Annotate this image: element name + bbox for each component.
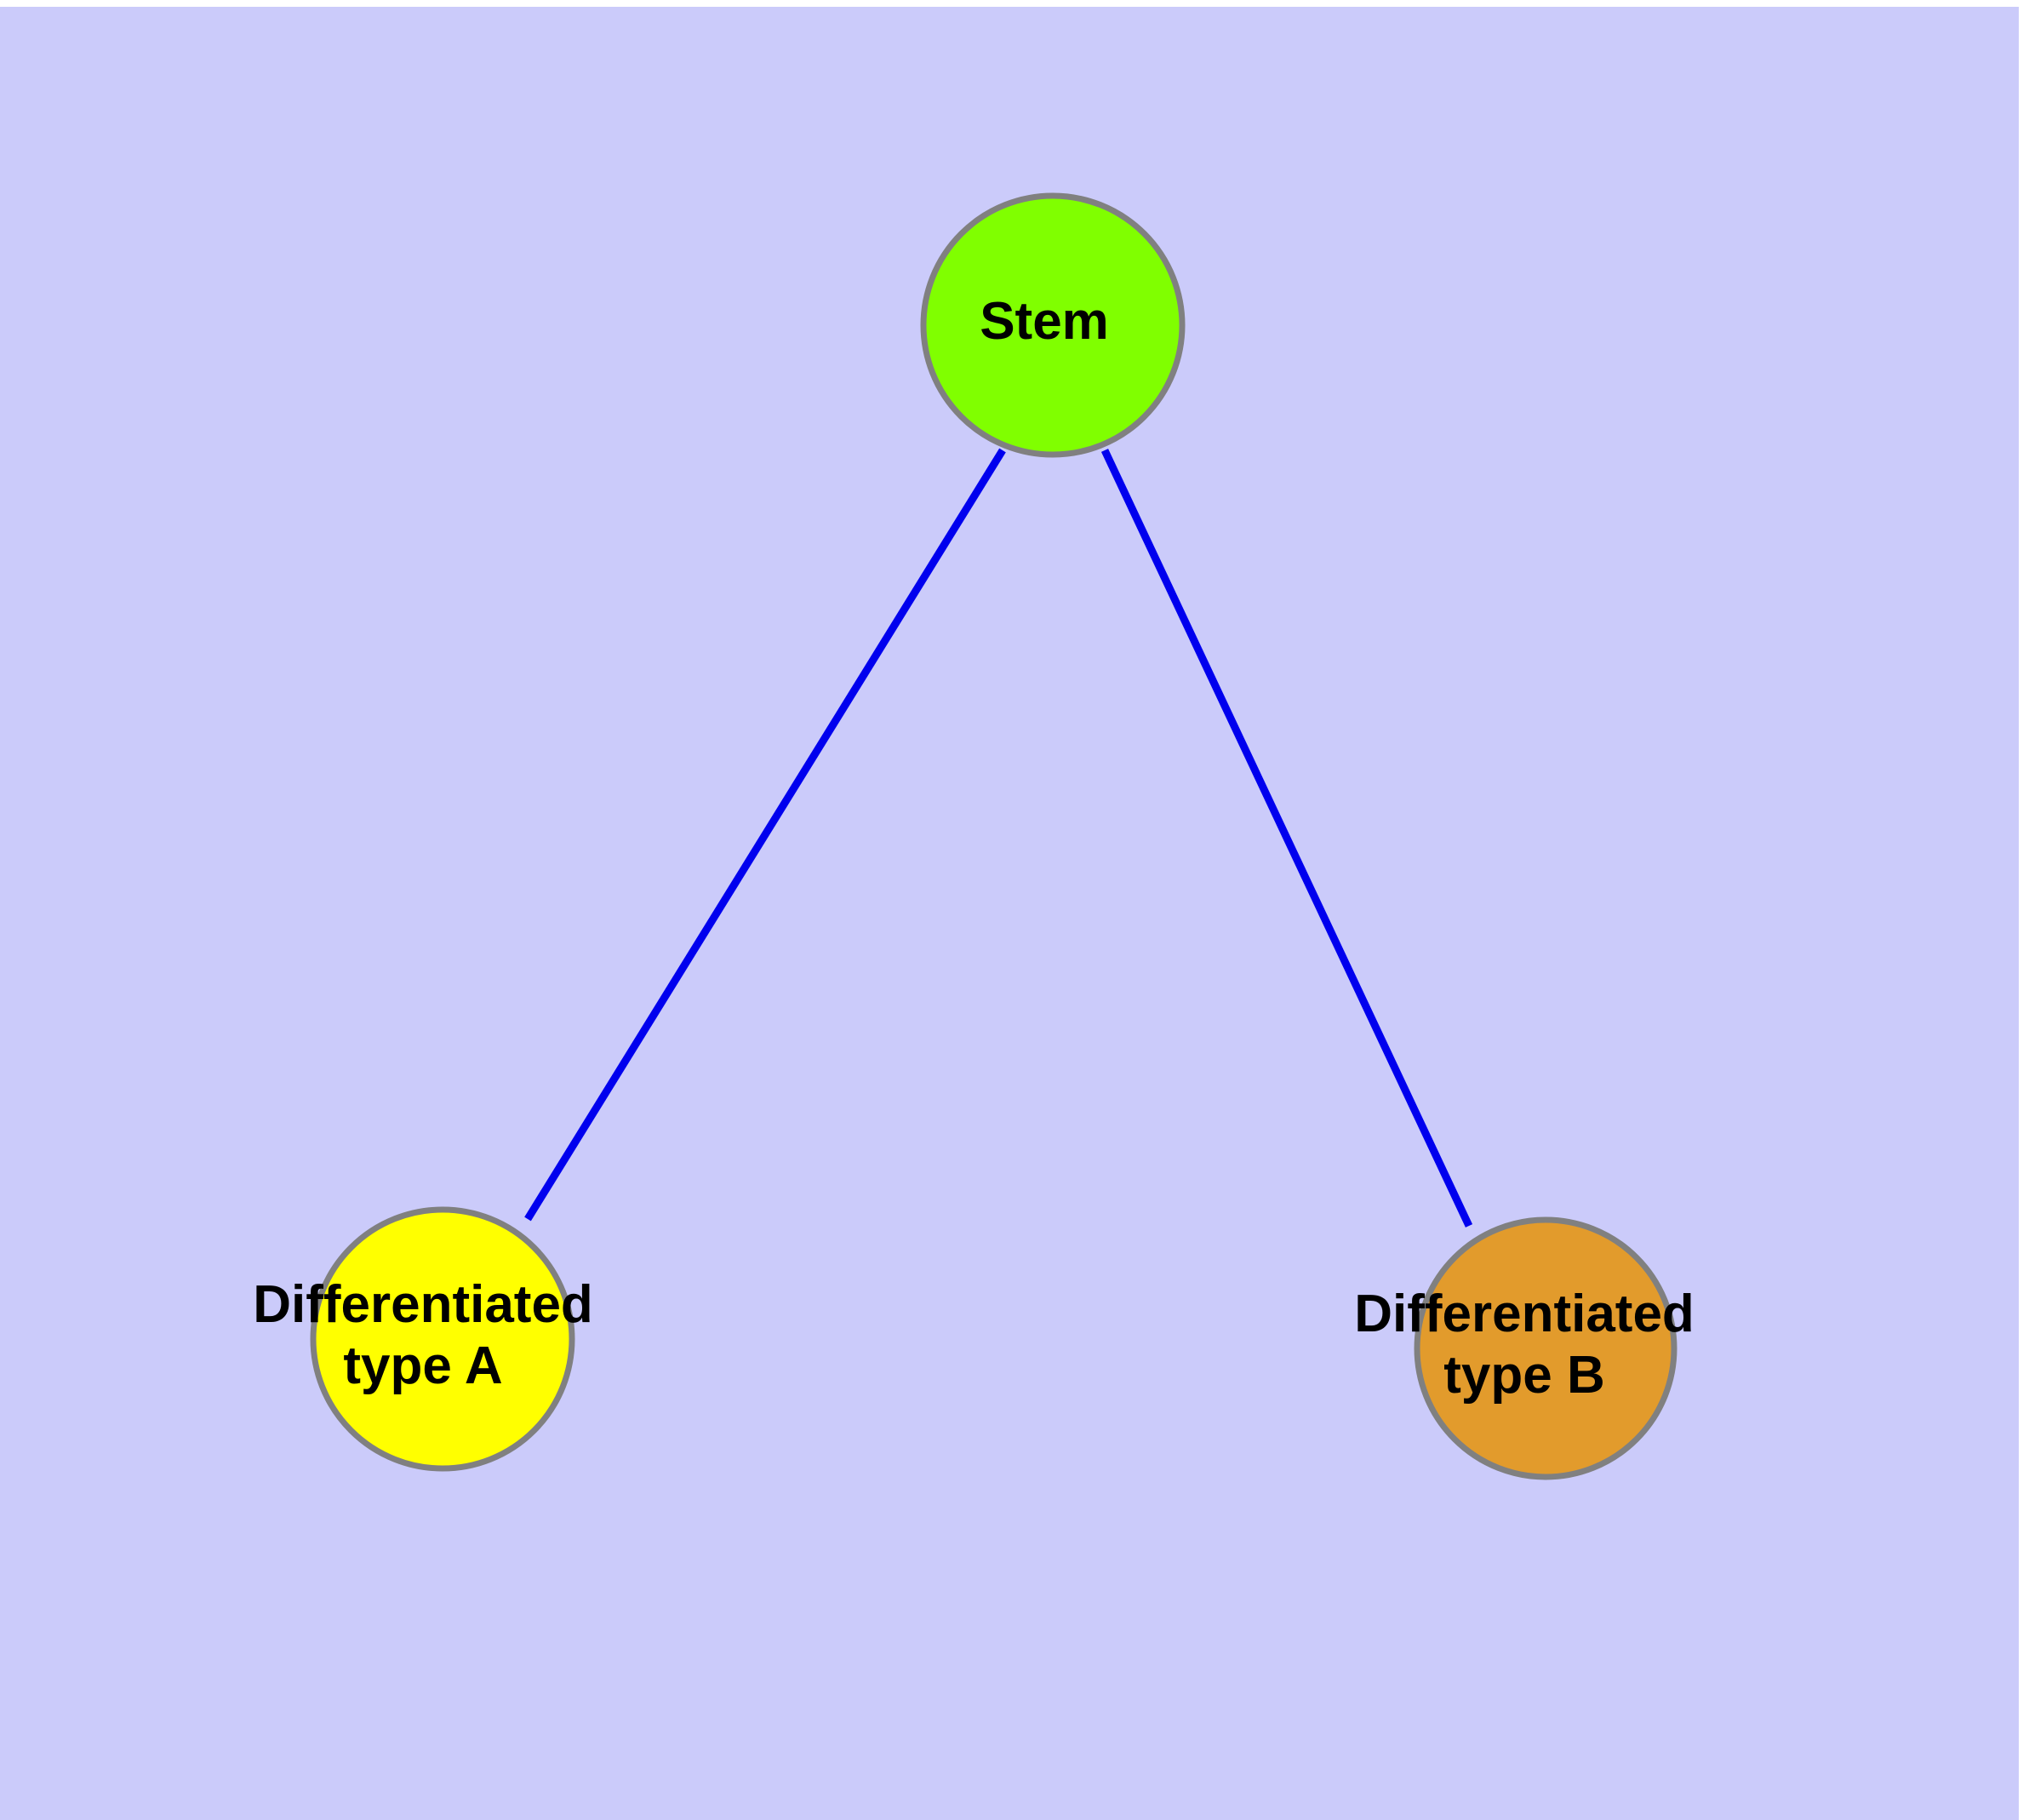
node-differentiated-type-a-circle[interactable] [310, 1206, 575, 1472]
node-differentiated-type-b[interactable] [1414, 1216, 1677, 1480]
node-layer [310, 192, 1677, 1480]
node-stem[interactable] [920, 192, 1186, 458]
node-differentiated-type-a[interactable] [310, 1206, 575, 1472]
node-stem-label: Stem [980, 292, 1109, 351]
edge-stem-to-diff-a[interactable] [524, 448, 1006, 1222]
edge-stem-to-diff-b[interactable] [1100, 449, 1473, 1228]
node-stem-circle[interactable] [920, 192, 1186, 458]
edge-layer [524, 448, 1473, 1228]
node-differentiated-type-b-circle[interactable] [1414, 1216, 1677, 1480]
